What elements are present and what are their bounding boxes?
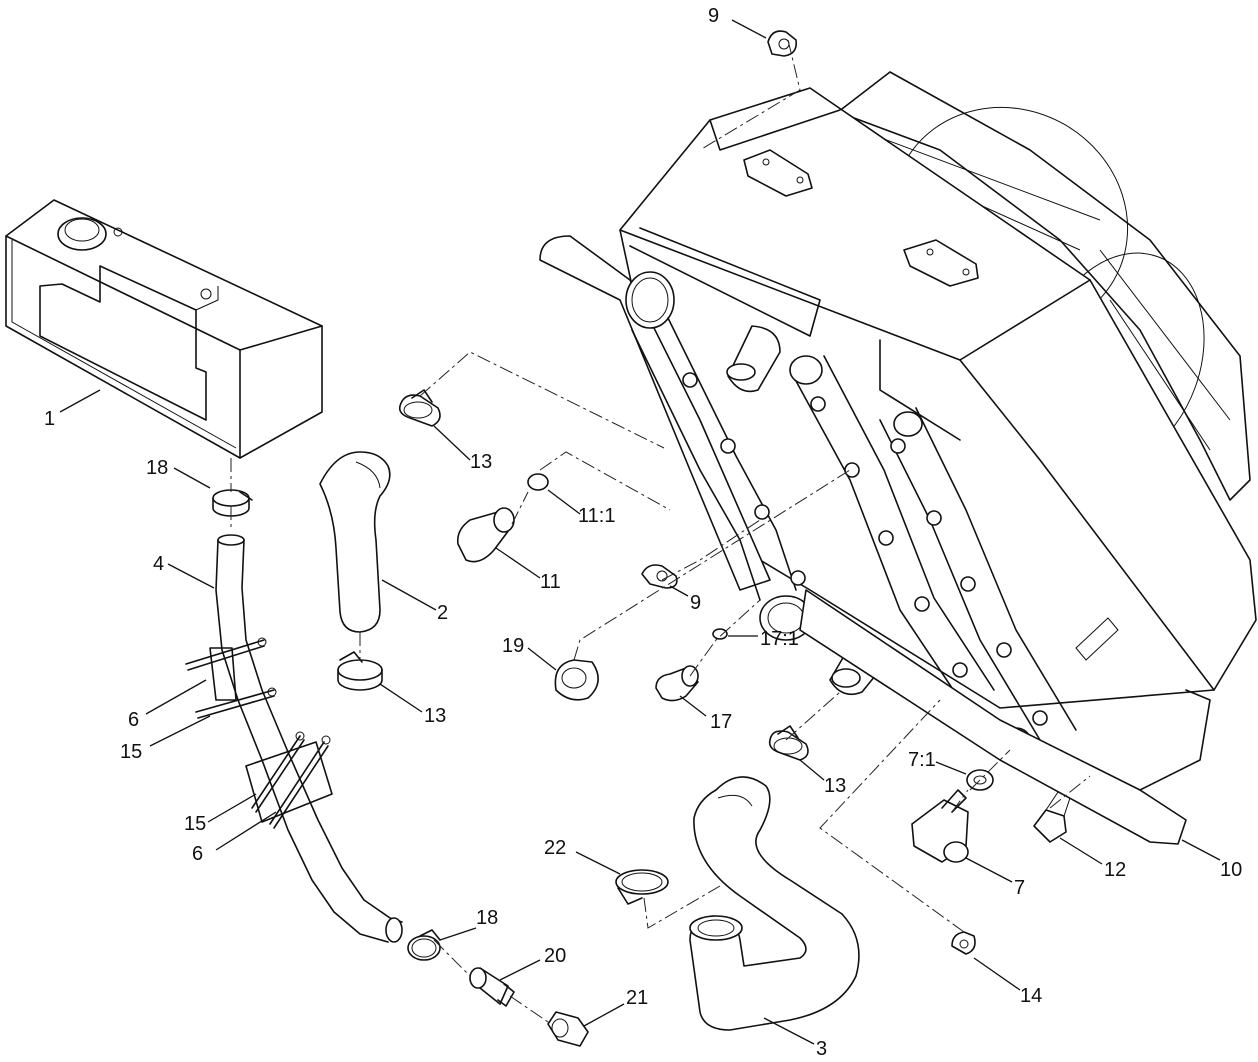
callout-13c: 13 [824, 775, 846, 797]
callout-19: 19 [502, 635, 524, 657]
o-ring-11-1 [527, 473, 549, 491]
hose-clamp-22 [615, 869, 669, 905]
callout-6b: 6 [192, 843, 203, 865]
p-clamp-19 [554, 659, 599, 701]
callout-labels: 1 2 3 4 6 6 7 7:1 9 9 10 11 11:1 12 13 1… [44, 5, 1242, 1060]
drain-valve [911, 789, 969, 863]
callout-18b: 18 [476, 907, 498, 929]
hose-clamp-13-mid [337, 651, 383, 691]
callout-13a: 13 [470, 451, 492, 473]
elbow-fitting-11 [456, 507, 515, 563]
leader-lines [59, 19, 1221, 1045]
callout-13b: 13 [424, 705, 446, 727]
callout-9a: 9 [708, 5, 719, 27]
hose-clamp-18-lower [407, 929, 441, 961]
p-clamp-9-top [767, 30, 798, 57]
callout-15b: 15 [184, 813, 206, 835]
callout-3: 3 [816, 1038, 827, 1060]
callout-17: 17 [710, 711, 732, 733]
callout-12: 12 [1104, 859, 1126, 881]
lower-radiator-hose [689, 776, 860, 1031]
hose-clamp-13-top [398, 389, 441, 427]
upper-radiator-hose [319, 451, 391, 633]
barbed-fitting [469, 967, 515, 1007]
callout-2: 2 [437, 602, 448, 624]
callout-18a: 18 [146, 457, 168, 479]
callout-11: 11 [540, 571, 561, 593]
callout-14: 14 [1020, 985, 1042, 1007]
alignment-lines [230, 39, 1091, 1023]
reservoir-tank [5, 199, 323, 459]
washer-7-1 [966, 769, 994, 791]
radiator-assembly [539, 71, 1257, 845]
callout-6a: 6 [128, 709, 139, 731]
callout-22: 22 [544, 837, 566, 859]
hose-clamp-18-top [212, 489, 253, 517]
elbow-fitting-17 [655, 665, 699, 702]
straight-fitting-12 [1033, 791, 1071, 843]
hex-cap [547, 1011, 589, 1047]
o-ring-17-1 [712, 628, 728, 640]
p-clamp-9-mid [641, 564, 678, 589]
callout-11-1: 11:1 [578, 505, 615, 527]
callout-9b: 9 [690, 592, 701, 614]
callout-7-1: 7:1 [908, 749, 936, 771]
callout-17-1: 17:1 [760, 628, 799, 650]
overflow-hose [185, 534, 403, 943]
hose-clamp-13-lower [768, 725, 809, 761]
callout-10: 10 [1220, 859, 1242, 881]
callout-7: 7 [1014, 877, 1025, 899]
p-clamp-14 [951, 931, 976, 955]
callout-20: 20 [544, 945, 566, 967]
callout-1: 1 [44, 408, 55, 430]
callout-15a: 15 [120, 741, 142, 763]
callout-21: 21 [626, 987, 648, 1009]
callout-4: 4 [153, 553, 164, 575]
